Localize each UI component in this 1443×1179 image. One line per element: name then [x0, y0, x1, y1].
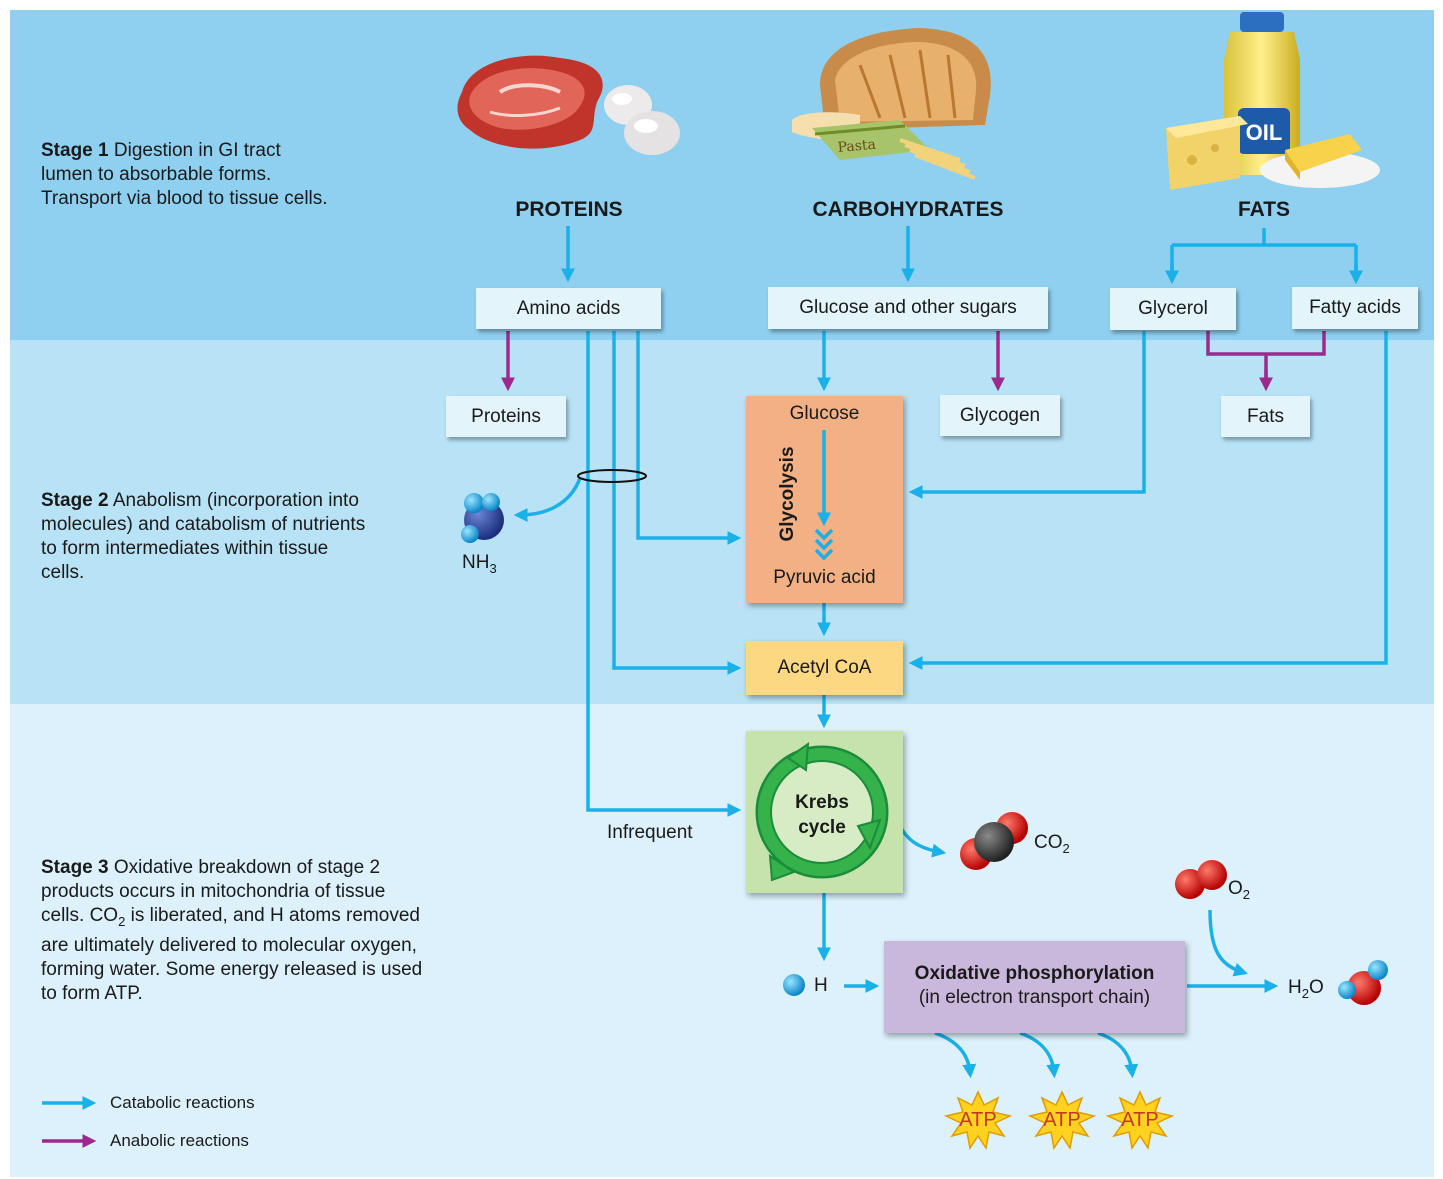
label-nh: NH: [462, 552, 490, 573]
o2-molecule: [1175, 860, 1227, 899]
label-co2: CO2: [1034, 832, 1070, 856]
legend-anabolic-label: Anabolic reactions: [110, 1131, 249, 1150]
label-oxphos: Oxidative phosphorylation (in electron t…: [884, 962, 1185, 1010]
stage1-label: Stage 1: [41, 140, 109, 161]
stage1-description: Stage 1 Digestion in GI tract lumen to a…: [41, 139, 331, 211]
label-h2o-o: O: [1308, 977, 1324, 998]
acetyl-coa-box: [746, 641, 903, 695]
label-nh-sub: 3: [489, 560, 497, 576]
label-glycolysis: Glycolysis: [777, 446, 798, 542]
label-co-sub: 2: [1062, 840, 1070, 856]
label-krebs-line2: cycle: [798, 817, 846, 838]
atp-burst-1: [943, 1090, 1013, 1150]
label-h2o: H2O: [1288, 977, 1324, 1001]
bread-pasta-illustration: Pasta: [792, 28, 991, 180]
arrow-nh3: [513, 477, 582, 522]
pasta-label: Pasta: [837, 137, 877, 156]
box-proteins: Proteins: [446, 396, 566, 437]
label-o2: O2: [1228, 878, 1250, 902]
anabolic-arrows: [42, 331, 1326, 1148]
h-atom: [783, 974, 805, 996]
co2-molecule: [960, 812, 1028, 870]
heading-carbohydrates: CARBOHYDRATES: [812, 198, 1004, 221]
oxphos-box: [884, 941, 1185, 1033]
arrow-glycerol-glycolysis: [908, 331, 1146, 499]
h2o-molecule: [1338, 960, 1388, 1005]
stage1-text: Digestion in GI tract lumen to absorbabl…: [41, 140, 328, 209]
arrow-fats-split: [1170, 228, 1358, 278]
stage3-description: Stage 3 Oxidative breakdown of stage 2 p…: [41, 856, 431, 1006]
label-infrequent: Infrequent: [607, 822, 693, 843]
atp-burst-2: [1027, 1090, 1097, 1150]
stage2-description: Stage 2 Anabolism (incorporation into mo…: [41, 489, 371, 585]
box-glycerol: Glycerol: [1110, 288, 1236, 330]
label-atp-3: ATP: [1121, 1109, 1159, 1131]
heading-fats: FATS: [1237, 198, 1291, 221]
arrow-fattyacids-acetyl: [908, 331, 1388, 670]
box-glycogen: Glycogen: [940, 395, 1060, 436]
nh3-molecule: [461, 493, 504, 543]
label-krebs-line1: Krebs: [795, 792, 849, 813]
stage3-label: Stage 3: [41, 857, 109, 878]
oil-label: OIL: [1246, 120, 1283, 145]
stage3-text-sub: 2: [118, 913, 126, 929]
box-fats: Fats: [1221, 396, 1310, 437]
amino-collar: [577, 469, 647, 483]
label-o-sub: 2: [1242, 886, 1251, 902]
label-o: O: [1228, 878, 1243, 899]
label-atp-2: ATP: [1043, 1109, 1081, 1131]
meat-eggs-illustration: [457, 55, 680, 155]
stage3-text-b: is liberated, and H atoms removed are ul…: [41, 905, 423, 1004]
stage2-band: [10, 340, 1434, 704]
label-oxphos-title: Oxidative phosphorylation: [914, 963, 1155, 984]
arrow-amino-krebs: [586, 331, 742, 817]
atp-burst-3: [1105, 1090, 1175, 1150]
legend-catabolic-label: Catabolic reactions: [110, 1093, 255, 1112]
box-fatty-acids: Fatty acids: [1292, 287, 1418, 329]
label-acetyl-coa: Acetyl CoA: [777, 657, 872, 678]
label-co: CO: [1034, 832, 1063, 853]
label-krebs: Krebs cycle: [772, 790, 872, 840]
label-nh3: NH3: [462, 552, 497, 576]
heading-proteins: PROTEINS: [515, 198, 623, 221]
label-pyruvic-acid: Pyruvic acid: [773, 567, 876, 588]
stage3-text-a: Oxidative breakdown of stage 2 products …: [41, 857, 386, 926]
box-glucose-sugars: Glucose and other sugars: [768, 287, 1048, 329]
arrow-atp1: [934, 1031, 977, 1079]
krebs-cycle-ring: [755, 741, 889, 882]
label-glucose: Glucose: [789, 403, 860, 424]
label-oxphos-sub: (in electron transport chain): [918, 987, 1151, 1008]
arrow-amino-acetyl: [612, 331, 742, 675]
label-h2o-h: H: [1288, 977, 1302, 998]
box-amino-acids: Amino acids: [476, 288, 661, 329]
stage2-text: Anabolism (incorporation into molecules)…: [41, 490, 366, 583]
label-h2o-sub: 2: [1301, 985, 1309, 1001]
arrow-o2-h2o: [1208, 909, 1249, 977]
oil-cheese-butter-illustration: OIL: [1166, 12, 1380, 190]
label-atp-1: ATP: [959, 1109, 997, 1131]
stage3-band: [10, 704, 1434, 1177]
arrow-amino-glycolysis: [636, 331, 742, 545]
label-h: H: [814, 975, 828, 996]
stage2-label: Stage 2: [41, 490, 109, 511]
